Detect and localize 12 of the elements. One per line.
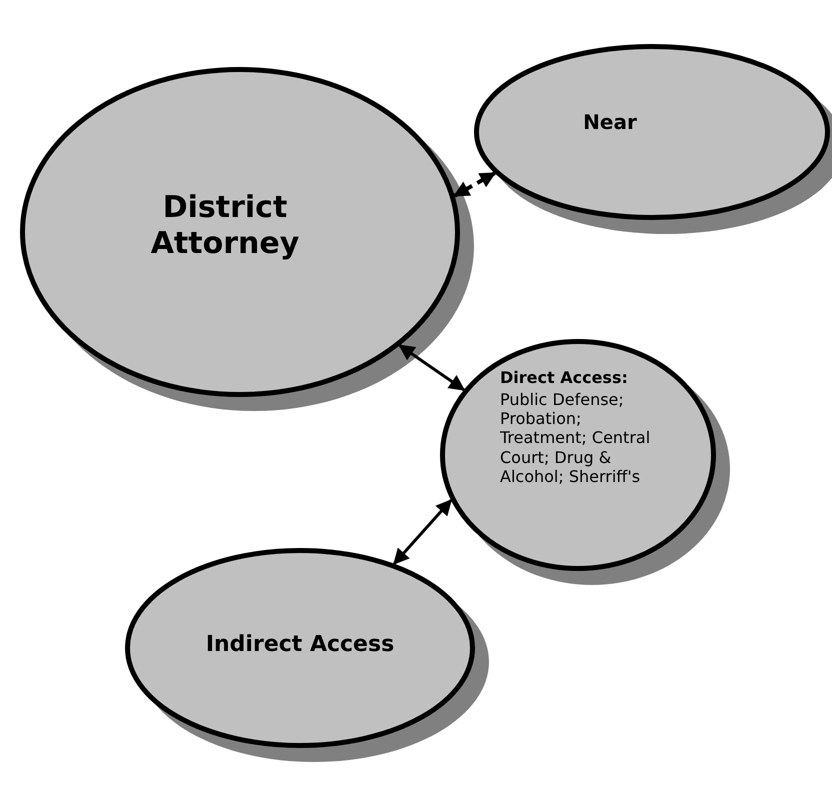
node-label: District Attorney	[150, 190, 300, 262]
arrow	[453, 171, 496, 198]
ellipse-node	[18, 65, 476, 413]
node-description: Public Defense; Probation; Treatment; Central Court; Drug & Alcohol; Sherriff's	[500, 390, 652, 486]
ellipse-node	[472, 42, 832, 236]
arrow	[393, 499, 452, 565]
node-label: Indirect Access	[204, 632, 396, 658]
node-label: Direct Access:	[500, 368, 629, 388]
node-label: Near	[582, 110, 638, 134]
ellipse-node	[438, 337, 732, 587]
arrow	[398, 344, 466, 392]
ellipse-node	[123, 546, 491, 764]
